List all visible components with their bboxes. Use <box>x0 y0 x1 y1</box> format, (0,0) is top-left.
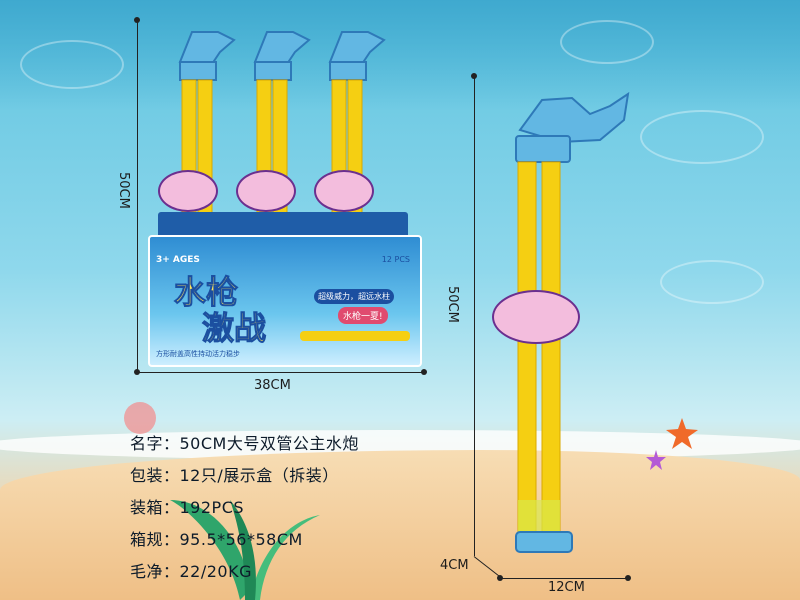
dim-endpoint <box>134 17 140 23</box>
box-title-line2: 激战 <box>201 309 267 348</box>
spec-name: 名字：50CM大号双管公主水炮 <box>130 434 359 453</box>
starfish-icon <box>666 418 698 449</box>
box-footer-text: 方形耐盖高性持动活力稳步 <box>156 350 240 358</box>
princess-badge-icon <box>158 170 218 212</box>
gun-height-line <box>474 76 475 556</box>
gun-height-label: 50CM <box>445 286 460 323</box>
palm-leaf-icon <box>170 500 320 600</box>
box-width-line <box>137 372 425 373</box>
gun-width-label: 12CM <box>548 580 585 595</box>
dim-endpoint <box>471 73 477 79</box>
box-height-label: 50CM <box>116 172 131 209</box>
box-width-label: 38CM <box>254 378 291 393</box>
box-age-label: 3+ AGES <box>156 255 200 265</box>
box-height-line <box>137 20 138 372</box>
princess-badge-icon <box>314 170 374 212</box>
beach-sand <box>0 450 800 600</box>
box-gun-illustration <box>300 331 410 341</box>
single-water-gun <box>515 91 630 553</box>
water-ripple <box>640 110 764 164</box>
starfish-small-icon <box>646 450 666 470</box>
dim-endpoint <box>497 575 503 581</box>
spec-carton-size: 箱规：95.5*56*58CM <box>130 530 303 549</box>
princess-badge-icon <box>492 290 580 344</box>
water-ripple <box>560 20 654 64</box>
sea-background <box>0 0 800 110</box>
spec-carton-qty: 装箱：192PCS <box>130 498 245 517</box>
spec-packing: 包装：12只/展示盒（拆装） <box>130 466 339 485</box>
spec-weight: 毛净：22/20KG <box>130 562 253 581</box>
box-pcs-label: 12 PCS <box>381 255 410 264</box>
display-box: 3+ AGES 12 PCS 水枪 激战 超级威力，超远水柱 水枪一夏! 方形耐… <box>148 235 422 367</box>
dim-endpoint <box>421 369 427 375</box>
gun-width-line <box>500 578 628 579</box>
box-bubble-1: 超级威力，超远水柱 <box>314 289 394 304</box>
dim-endpoint <box>625 575 631 581</box>
water-ripple <box>20 40 124 89</box>
box-bubble-2: 水枪一夏! <box>338 307 388 324</box>
box-title-line1: 水枪 <box>173 273 239 312</box>
princess-badge-icon <box>236 170 296 212</box>
gun-depth-label: 4CM <box>440 558 469 573</box>
water-ripple <box>660 260 764 304</box>
coral-icon <box>124 402 156 434</box>
